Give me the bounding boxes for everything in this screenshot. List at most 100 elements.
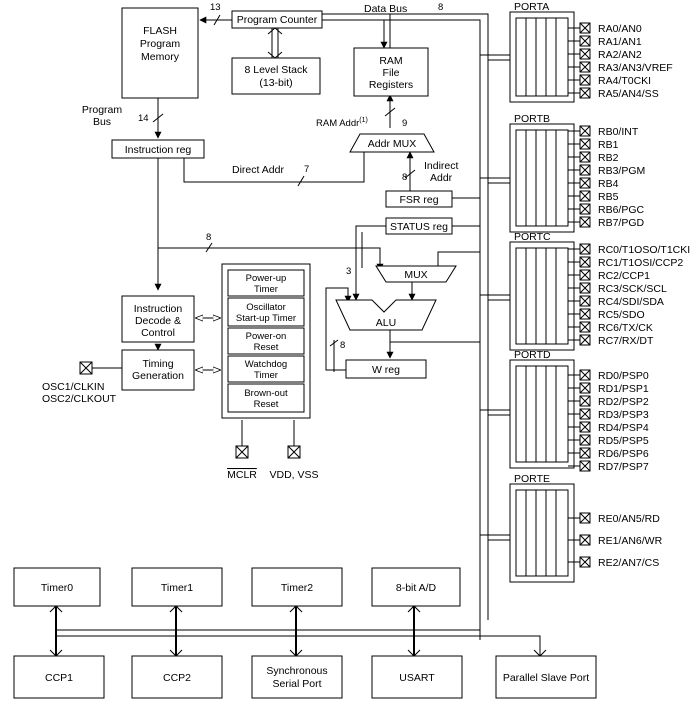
flash-program-memory: FLASH Program Memory: [121, 7, 199, 99]
pin-cross-icon: [579, 87, 591, 99]
svg-text:RAM Addr(1): RAM Addr(1): [316, 117, 368, 129]
port-portc: PORTCRC0/T1OSO/T1CKIRC1/T1OSI/CCP2RC2/CC…: [509, 231, 690, 351]
supervisory-blocks: Power-up Timer Oscillator Start-up Timer…: [221, 263, 311, 419]
pin-label: RC2/CCP1: [598, 270, 650, 282]
bus-width-ram-addr: 9: [402, 118, 407, 129]
program-counter-label: Program Counter: [237, 14, 318, 26]
ccp2-label: CCP2: [163, 672, 191, 684]
mclr-pin-icon: [235, 445, 249, 459]
pin-label: RA4/T0CKI: [598, 75, 651, 87]
decode-label-3: Control: [141, 327, 175, 339]
pin-cross-icon: [579, 177, 591, 189]
alu-label: ALU: [376, 317, 396, 329]
port-name: PORTB: [514, 113, 550, 125]
port-latch: [515, 489, 569, 577]
w-register: W reg: [345, 359, 427, 379]
timer2-label: Timer2: [281, 582, 313, 594]
brown-out-reset-label-1: Brown-out: [244, 388, 288, 399]
port-portb: PORTBRB0/INTRB1RB2RB3/PGMRB4RB5RB6/PGCRB…: [509, 113, 645, 233]
port-name: PORTE: [514, 473, 550, 485]
pin-label: RA5/AN4/SS: [598, 88, 659, 100]
ram-file-registers: RAM File Registers: [353, 47, 429, 97]
osc-pin-icon: [79, 361, 93, 375]
port-name: PORTA: [514, 1, 549, 13]
pin-label: RA3/AN3/VREF: [598, 62, 673, 74]
usart-label: USART: [399, 672, 435, 684]
ram-label-3: Registers: [369, 79, 413, 91]
pin-cross-icon: [579, 269, 591, 281]
addr-mux-label: Addr MUX: [368, 138, 416, 150]
status-register: STATUS reg: [385, 217, 453, 235]
indirect-addr-label-1: Indirect: [424, 160, 459, 172]
power-up-timer-label-1: Power-up: [246, 273, 287, 284]
bus-width-pc-flash: 13: [210, 2, 221, 13]
pin-label: RE1/AN6/WR: [598, 535, 663, 547]
flash-label-1: FLASH: [143, 25, 177, 37]
pin-cross-icon: [579, 534, 591, 546]
stack: 8 Level Stack (13-bit): [231, 57, 321, 95]
pin-label: RD3/PSP3: [598, 409, 649, 421]
vdd-pin-icon: [287, 445, 301, 459]
pin-label: RE2/AN7/CS: [598, 557, 659, 569]
flash-label-2: Program: [140, 38, 181, 50]
pin-label: RD6/PSP6: [598, 448, 649, 460]
pin-cross-icon: [579, 216, 591, 228]
pin-label: RC3/SCK/SCL: [598, 283, 667, 295]
direct-addr-label: Direct Addr: [232, 164, 284, 176]
pin-label: RC6/TX/CK: [598, 322, 653, 334]
decode-label-2: Decode &: [135, 315, 181, 327]
port-portd: PORTDRD0/PSP0RD1/PSP1RD2/PSP2RD3/PSP3RD4…: [509, 349, 649, 473]
pin-cross-icon: [579, 321, 591, 333]
decode-label-1: Instruction: [134, 303, 183, 315]
pin-cross-icon: [579, 35, 591, 47]
pin-label: RA2/AN2: [598, 49, 642, 61]
pin-label: RD4/PSP4: [598, 422, 649, 434]
status-reg-label: STATUS reg: [390, 221, 448, 233]
pin-label: RB6/PGC: [598, 204, 645, 216]
pin-label: RC4/SDI/SDA: [598, 296, 664, 308]
pin-cross-icon: [579, 334, 591, 346]
port-latch: [515, 247, 569, 345]
ccp1-label: CCP1: [45, 672, 73, 684]
bus-width-alu: 8: [206, 232, 211, 243]
bus-width-indirect: 8: [402, 172, 407, 183]
power-up-timer-label-2: Timer: [254, 284, 278, 295]
fsr-reg-label: FSR reg: [399, 194, 438, 206]
mux-label: MUX: [404, 269, 427, 281]
timing-generation: Timing Generation: [121, 349, 195, 391]
port-porte: PORTE RE0/AN5/RD RE1/AN6/WR RE2/AN7/CS: [509, 473, 663, 583]
ram-addr-label: RAM Addr: [316, 118, 359, 129]
pin-cross-icon: [579, 203, 591, 215]
port-name: PORTD: [514, 349, 551, 361]
bus-width-w: 8: [340, 340, 345, 351]
pin-label: RC7/RX/DT: [598, 335, 654, 347]
peripherals: Timer0 Timer1 Timer2 8-bit A/D CCP1 CCP2…: [13, 567, 597, 699]
watchdog-timer-label-1: Watchdog: [245, 359, 287, 370]
pin-cross-icon: [579, 421, 591, 433]
w-reg-label: W reg: [372, 364, 400, 376]
pin-cross-icon: [579, 556, 591, 568]
pin-cross-icon: [579, 125, 591, 137]
pin-cross-icon: [579, 460, 591, 472]
pin-label: RE0/AN5/RD: [598, 513, 660, 525]
pin-cross-icon: [579, 382, 591, 394]
pin-cross-icon: [579, 256, 591, 268]
pin-label: RB0/INT: [598, 126, 639, 138]
stack-label-1: 8 Level Stack: [244, 64, 308, 76]
pin-cross-icon: [579, 447, 591, 459]
vdd-vss-label: VDD, VSS: [269, 469, 318, 481]
port-latch: [515, 129, 569, 227]
adc-label: 8-bit A/D: [396, 582, 437, 594]
program-bus-label-1: Program: [82, 104, 123, 116]
osc-label-2: OSC2/CLKOUT: [42, 393, 117, 405]
pin-cross-icon: [579, 434, 591, 446]
pin-label: RC0/T1OSO/T1CKI: [598, 244, 690, 256]
brown-out-reset-label-2: Reset: [254, 399, 279, 410]
port-latch: [515, 17, 569, 97]
program-bus-label-2: Bus: [93, 116, 111, 128]
instruction-reg-label: Instruction reg: [125, 144, 192, 156]
bus-width-data: 8: [438, 2, 443, 13]
instruction-register: Instruction reg: [111, 139, 205, 159]
pin-label: RD2/PSP2: [598, 396, 649, 408]
